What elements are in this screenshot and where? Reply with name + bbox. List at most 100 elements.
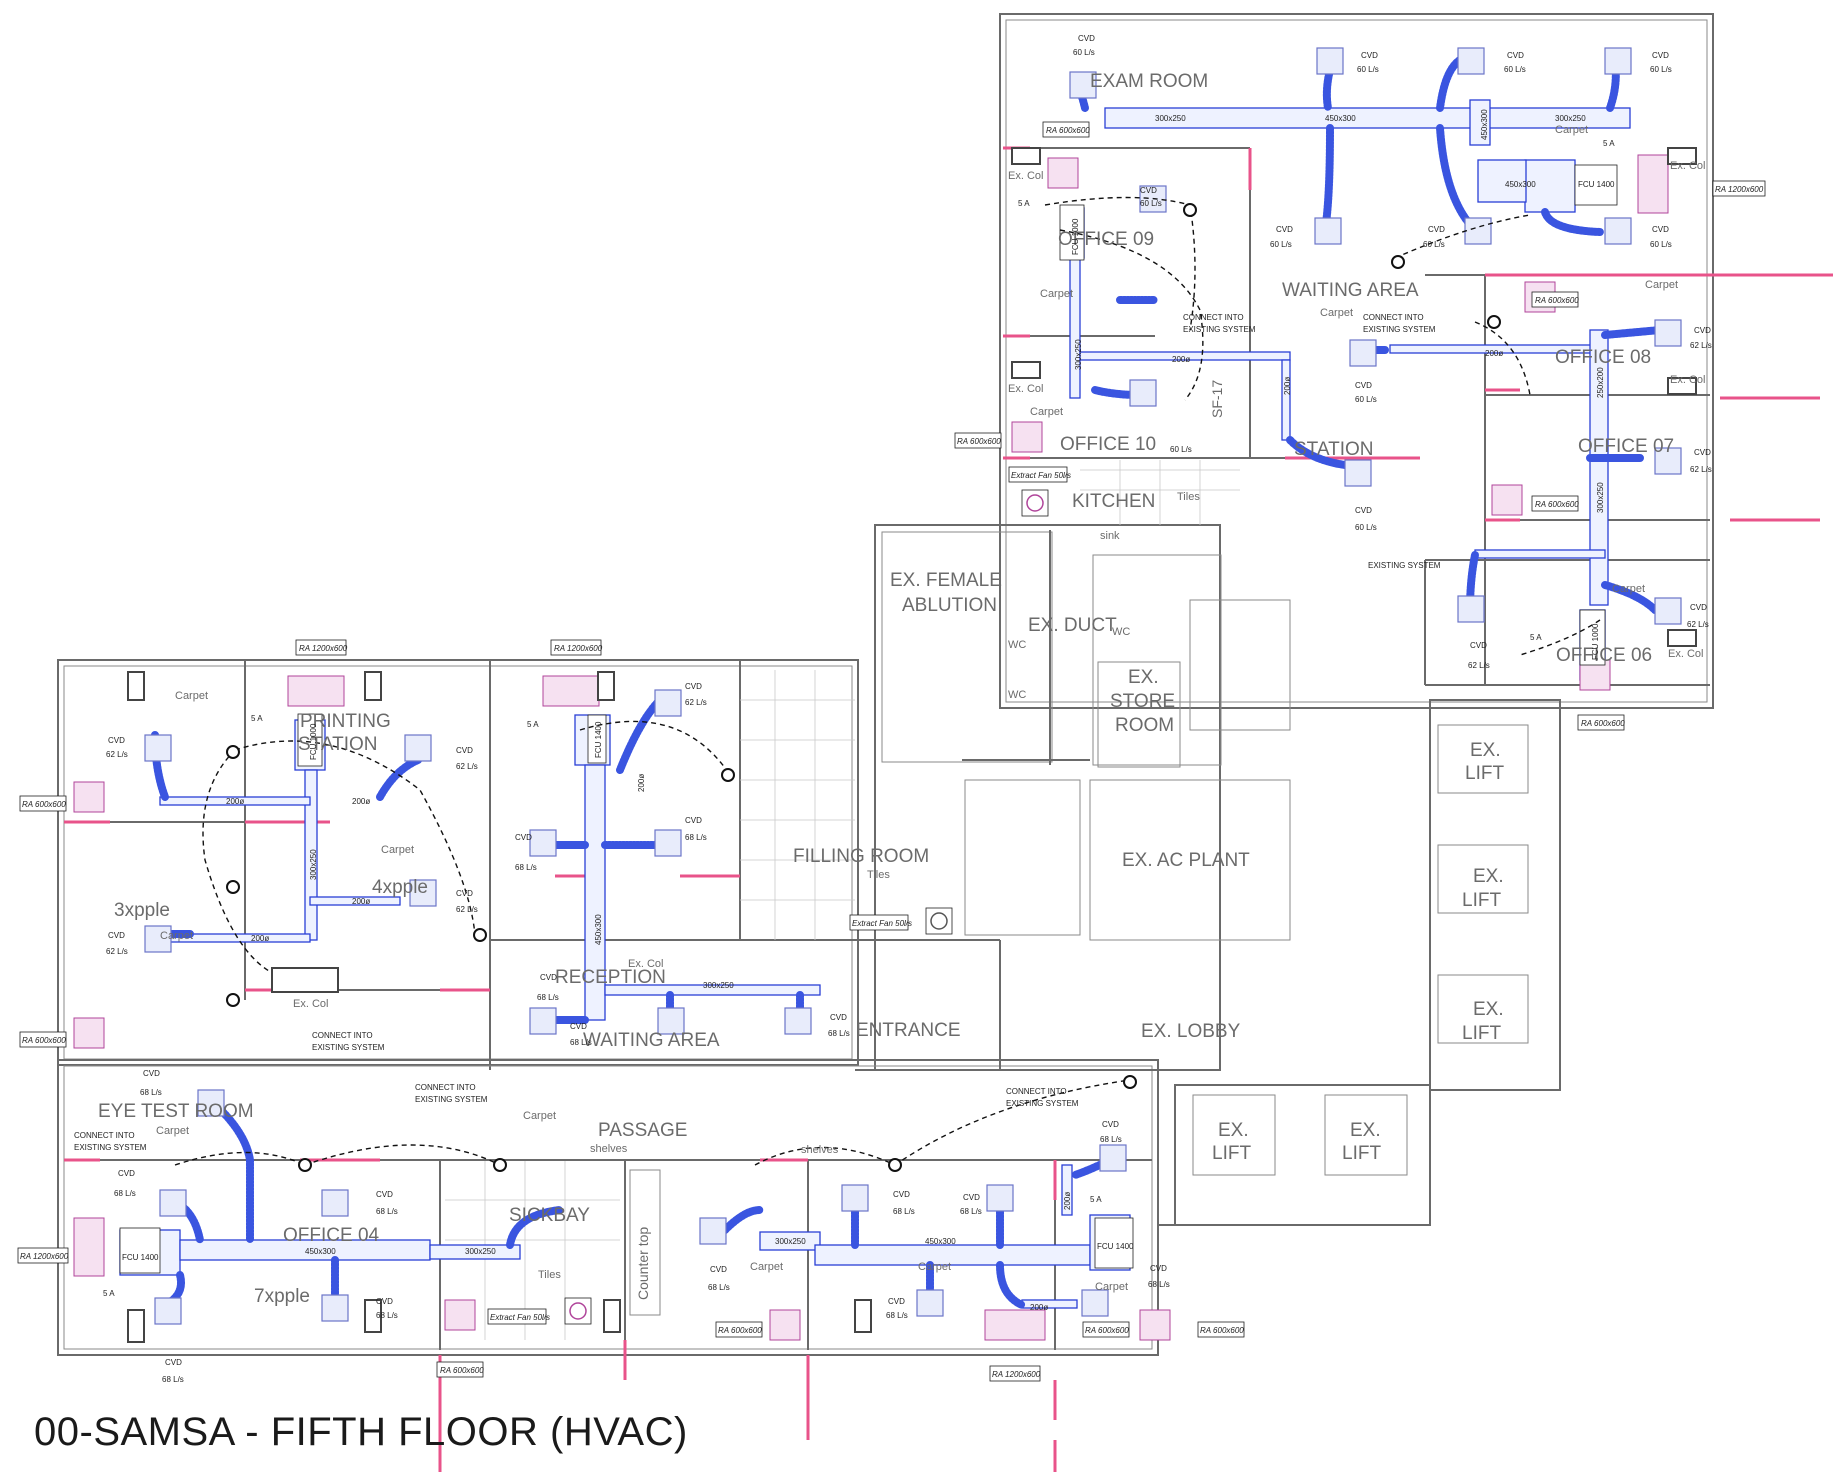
svg-text:CVD: CVD — [830, 1013, 847, 1022]
svg-text:300x250: 300x250 — [1155, 114, 1186, 123]
svg-text:CVD: CVD — [1428, 225, 1445, 234]
svg-text:60 L/s: 60 L/s — [1650, 240, 1672, 249]
svg-text:CVD: CVD — [1470, 641, 1487, 650]
room-labels: EXAM ROOM OFFICE 09 WAITING AREA OFFICE … — [98, 71, 1674, 1300]
finish-carpet-office06: Carpet — [1612, 583, 1645, 595]
occupancy-3xpple: 3xpple — [114, 900, 170, 921]
svg-text:RA 600x600: RA 600x600 — [957, 437, 1001, 446]
finish-carpet-left: Carpet — [175, 690, 208, 702]
lift-1-ex: EX. — [1470, 740, 1501, 761]
finish-wc-1: WC — [1008, 639, 1026, 651]
finish-sink: sink — [1100, 530, 1120, 542]
svg-text:CVD: CVD — [1355, 506, 1372, 515]
room-label-waiting-area: WAITING AREA — [1282, 280, 1419, 301]
svg-text:CVD: CVD — [456, 746, 473, 755]
svg-text:300x250: 300x250 — [309, 849, 318, 880]
svg-text:200ø: 200ø — [251, 934, 269, 943]
svg-text:300x250: 300x250 — [1596, 482, 1605, 513]
lift-cars — [1192, 724, 1529, 1176]
lift-4-ex: EX. — [1218, 1120, 1249, 1141]
svg-text:RA 600x600: RA 600x600 — [1535, 296, 1579, 305]
svg-text:CONNECT INTO: CONNECT INTO — [74, 1131, 135, 1140]
svg-text:CVD: CVD — [710, 1265, 727, 1274]
svg-text:EXISTING SYSTEM: EXISTING SYSTEM — [74, 1143, 147, 1152]
finish-carpet-eye: Carpet — [156, 1125, 189, 1137]
svg-text:300x250: 300x250 — [1555, 114, 1586, 123]
svg-text:5 A: 5 A — [251, 714, 263, 723]
svg-text:CVD: CVD — [1652, 51, 1669, 60]
svg-text:EXISTING SYSTEM: EXISTING SYSTEM — [1363, 325, 1436, 334]
finish-carpet-office2: Carpet — [918, 1261, 951, 1273]
svg-text:CVD: CVD — [540, 973, 557, 982]
finish-labels: Carpet Carpet Carpet Carpet Carpet Carpe… — [156, 124, 1705, 1293]
svg-text:RA 1200x600: RA 1200x600 — [554, 644, 603, 653]
svg-text:RA 1200x600: RA 1200x600 — [299, 644, 348, 653]
svg-text:62 L/s: 62 L/s — [1687, 620, 1709, 629]
finish-carpet-office: Carpet — [750, 1261, 783, 1273]
room-label-eye-test-room: EYE TEST ROOM — [98, 1101, 254, 1122]
room-label-ex-ac-plant: EX. AC PLANT — [1122, 850, 1250, 871]
finish-shelves-2: shelves — [801, 1144, 839, 1156]
finish-carpet-3xpple: Carpet — [160, 930, 193, 942]
drawing-title: 00-SAMSA - FIFTH FLOOR (HVAC) — [34, 1410, 688, 1454]
svg-text:FCU 1400: FCU 1400 — [122, 1253, 159, 1262]
room-label-reception: RECEPTION — [555, 967, 666, 988]
finish-carpet-office09: Carpet — [1040, 288, 1073, 300]
svg-text:RA 600x600: RA 600x600 — [1535, 500, 1579, 509]
svg-text:62 L/s: 62 L/s — [106, 947, 128, 956]
room-label-ex-store-1: EX. — [1128, 667, 1159, 688]
svg-text:60 L/s: 60 L/s — [1504, 65, 1526, 74]
svg-text:62 L/s: 62 L/s — [1690, 341, 1712, 350]
svg-text:60 L/s: 60 L/s — [1355, 523, 1377, 532]
svg-text:62 L/s: 62 L/s — [456, 905, 478, 914]
duct-size-labels: 300x250 450x300 300x250 450x300 450x300 … — [226, 109, 1605, 1312]
svg-text:200ø: 200ø — [226, 797, 244, 806]
finish-wc-3: WC — [1112, 626, 1130, 638]
excol-6: Ex. Col — [293, 998, 328, 1010]
thermostats — [226, 203, 1501, 1172]
svg-text:CONNECT INTO: CONNECT INTO — [415, 1083, 476, 1092]
room-label-ablution: ABLUTION — [902, 595, 997, 616]
svg-text:450x300: 450x300 — [305, 1247, 336, 1256]
svg-text:FCU 1400: FCU 1400 — [1097, 1242, 1134, 1251]
svg-text:CVD: CVD — [685, 816, 702, 825]
room-label-office-07: OFFICE 07 — [1578, 436, 1674, 457]
svg-text:68 L/s: 68 L/s — [537, 993, 559, 1002]
room-label-sickbay: SICKBAY — [509, 1205, 590, 1226]
svg-text:RA 1200x600: RA 1200x600 — [992, 1370, 1041, 1379]
svg-text:FCU 1400: FCU 1400 — [1578, 180, 1615, 189]
svg-text:CVD: CVD — [456, 889, 473, 898]
svg-text:60 L/s: 60 L/s — [1073, 48, 1095, 57]
svg-text:62 L/s: 62 L/s — [106, 750, 128, 759]
svg-text:62 L/s: 62 L/s — [685, 698, 707, 707]
room-label-office-06: OFFICE 06 — [1556, 645, 1652, 666]
svg-text:CVD: CVD — [1361, 51, 1378, 60]
svg-text:EXISTING SYSTEM: EXISTING SYSTEM — [1183, 325, 1256, 334]
room-label-station: STATION — [1294, 439, 1374, 460]
svg-text:CVD: CVD — [685, 682, 702, 691]
svg-text:CVD: CVD — [893, 1190, 910, 1199]
room-label-ex-female: EX. FEMALE — [890, 570, 1002, 591]
svg-text:68 L/s: 68 L/s — [114, 1189, 136, 1198]
finish-carpet-exam: Carpet — [1555, 124, 1588, 136]
lift-5-lift: LIFT — [1342, 1143, 1381, 1164]
svg-text:450x300: 450x300 — [1480, 109, 1489, 140]
room-label-office-10: OFFICE 10 — [1060, 434, 1156, 455]
svg-text:200ø: 200ø — [637, 774, 646, 792]
room-label-office-04: OFFICE 04 — [283, 1225, 380, 1246]
excol-4: Ex. Col — [1670, 374, 1705, 386]
svg-text:CONNECT INTO: CONNECT INTO — [1006, 1087, 1067, 1096]
svg-text:EXISTING SYSTEM: EXISTING SYSTEM — [312, 1043, 385, 1052]
svg-text:CVD: CVD — [1150, 1264, 1167, 1273]
svg-text:68 L/s: 68 L/s — [1100, 1135, 1122, 1144]
svg-text:200ø: 200ø — [352, 897, 370, 906]
svg-text:CVD: CVD — [1078, 34, 1095, 43]
svg-text:RA 600x600: RA 600x600 — [440, 1366, 484, 1375]
svg-text:200ø: 200ø — [352, 797, 370, 806]
lift-3-ex: EX. — [1473, 999, 1504, 1020]
svg-text:CONNECT INTO: CONNECT INTO — [1183, 313, 1244, 322]
svg-text:EXISTING SYSTEM: EXISTING SYSTEM — [1368, 561, 1441, 570]
svg-text:5 A: 5 A — [1018, 199, 1030, 208]
svg-text:62 L/s: 62 L/s — [1690, 465, 1712, 474]
